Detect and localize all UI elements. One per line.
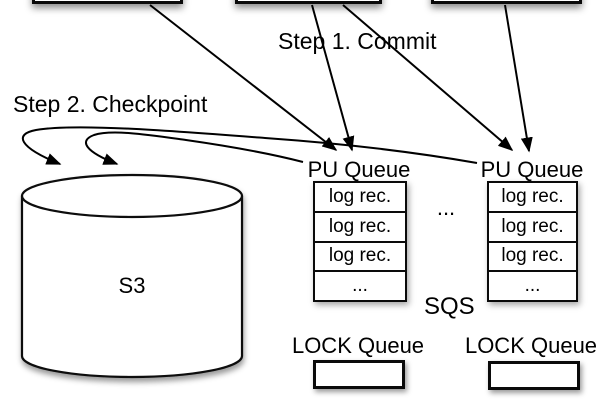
node-box-3 xyxy=(431,0,582,4)
log-record-row: log rec. xyxy=(489,240,576,271)
step2-checkpoint-label: Step 2. Checkpoint xyxy=(13,91,208,117)
commit-arrow-2 xyxy=(311,4,355,152)
node-box-2 xyxy=(235,0,382,4)
sqs-label: SQS xyxy=(424,293,475,320)
log-record-row-ellipsis: ... xyxy=(489,270,576,300)
pu-queue-right-title: PU Queue xyxy=(480,157,584,182)
log-record-row: log rec. xyxy=(315,240,405,271)
commit-arrow-3 xyxy=(342,4,514,151)
log-record-row: log rec. xyxy=(315,210,405,241)
checkpoint-curve-left-queue xyxy=(85,131,304,165)
step1-commit-label: Step 1. Commit xyxy=(278,28,437,54)
log-record-row-ellipsis: ... xyxy=(315,270,405,300)
pu-queue-right-stack: log rec. log rec. log rec. ... xyxy=(487,181,578,302)
lock-queue-right-title: LOCK Queue xyxy=(464,333,598,358)
log-record-row: log rec. xyxy=(328,185,392,207)
s3-label: S3 xyxy=(118,273,146,298)
pu-queue-left-title: PU Queue xyxy=(307,157,411,182)
log-record-row: log rec. xyxy=(489,210,576,241)
commit-arrow-1 xyxy=(149,4,338,151)
lock-queue-left-box xyxy=(313,360,405,389)
log-record-row: log rec. xyxy=(501,185,564,207)
queues-ellipsis: ... xyxy=(436,195,456,220)
lock-queue-right-box xyxy=(488,361,580,390)
lock-queue-left-title: LOCK Queue xyxy=(291,333,425,358)
pu-queue-left-stack: log rec. log rec. log rec. ... xyxy=(313,181,407,302)
node-box-1 xyxy=(32,0,183,4)
commit-arrow-4 xyxy=(504,4,533,153)
